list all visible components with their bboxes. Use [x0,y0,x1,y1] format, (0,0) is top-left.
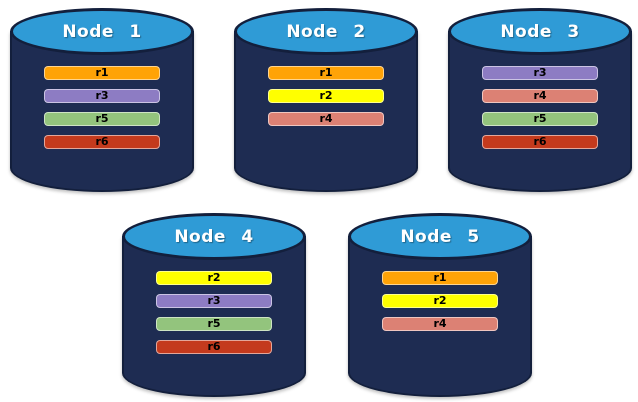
replica-bar: r5 [482,112,598,126]
node-cylinder-1: Node 1 r1 r3 r5 r6 [10,8,194,192]
replica-bar: r1 [268,66,384,80]
node-title: Node 4 [174,226,254,247]
node-cylinder-2: Node 2 r1 r2 r4 [234,8,418,192]
cylinder-top: Node 3 [448,8,632,55]
replica-bar: r6 [482,135,598,149]
replica-list: r1 r2 r4 [348,271,532,331]
cylinder-body [348,236,532,397]
cylinder-top: Node 2 [234,8,418,55]
cylinder-top: Node 1 [10,8,194,55]
node-title: Node 2 [286,21,366,42]
node-title: Node 3 [500,21,580,42]
replica-bar: r3 [44,89,160,103]
node-title: Node 1 [62,21,142,42]
cylinder-body [234,31,418,192]
replica-bar: r2 [382,294,498,308]
replica-bar: r4 [268,112,384,126]
replica-bar: r3 [156,294,272,308]
replica-bar: r5 [44,112,160,126]
cylinder-top: Node 4 [122,213,306,260]
replica-bar: r4 [482,89,598,103]
replica-bar: r6 [156,340,272,354]
node-cylinder-3: Node 3 r3 r4 r5 r6 [448,8,632,192]
replica-bar: r4 [382,317,498,331]
cylinder-body [10,31,194,192]
replica-bar: r1 [382,271,498,285]
replica-list: r1 r2 r4 [234,66,418,126]
node-title: Node 5 [400,226,480,247]
replica-bar: r6 [44,135,160,149]
replica-bar: r5 [156,317,272,331]
replica-list: r1 r3 r5 r6 [10,66,194,149]
cylinder-body [448,31,632,192]
replica-bar: r3 [482,66,598,80]
replica-bar: r2 [268,89,384,103]
node-cylinder-4: Node 4 r2 r3 r5 r6 [122,213,306,397]
replica-list: r2 r3 r5 r6 [122,271,306,354]
cylinder-top: Node 5 [348,213,532,260]
replica-list: r3 r4 r5 r6 [448,66,632,149]
replica-bar: r1 [44,66,160,80]
replica-bar: r2 [156,271,272,285]
cylinder-body [122,236,306,397]
node-cylinder-5: Node 5 r1 r2 r4 [348,213,532,397]
